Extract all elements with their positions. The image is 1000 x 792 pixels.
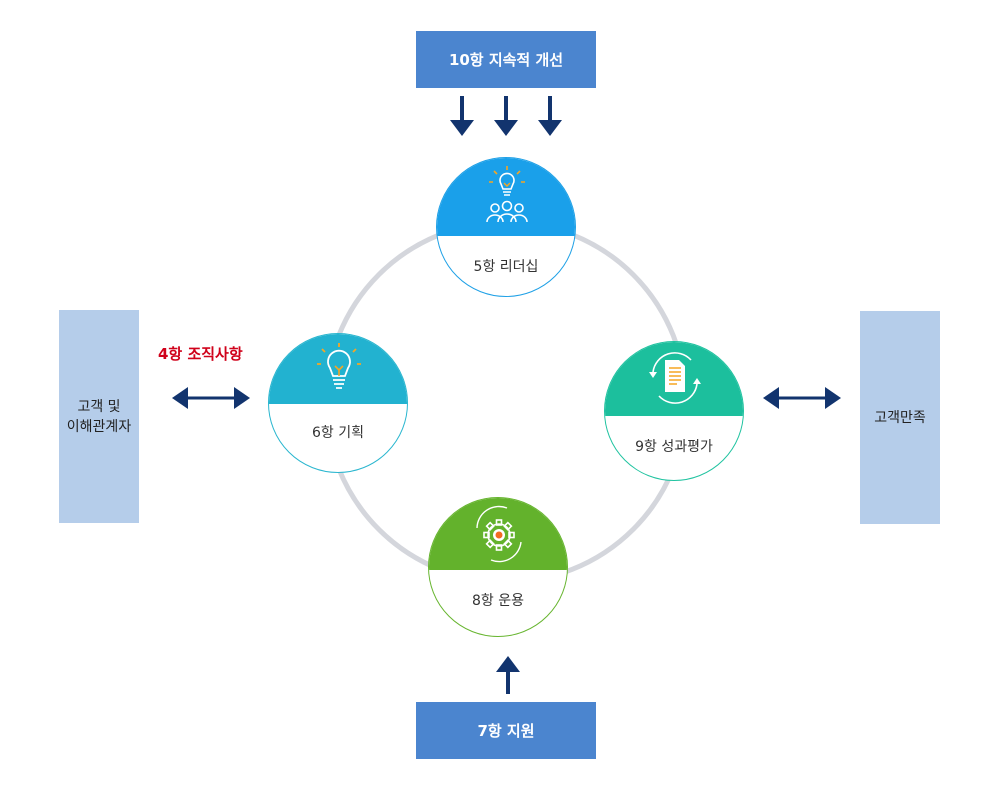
- evaluation-label: 9항 성과평가: [635, 439, 713, 455]
- down-arrow-icon: [494, 96, 518, 136]
- evaluation-node: 9항 성과평가: [604, 341, 744, 481]
- stakeholders-line: 이해관계자: [66, 418, 132, 435]
- leadership-node: 5항 리더십: [436, 157, 576, 297]
- planning-node: 6항 기획: [268, 333, 408, 473]
- evaluation-cap: [605, 342, 743, 416]
- operation-cap: [429, 498, 567, 570]
- organization-context-label: 4항 조직사항: [158, 345, 243, 363]
- continual-improvement-label: 10항 지속적 개선: [448, 51, 564, 69]
- continual-improvement-box: 10항 지속적 개선: [416, 31, 596, 88]
- down-arrows: [450, 96, 562, 136]
- support-box: 7항 지원: [416, 702, 596, 759]
- planning-cap: [269, 334, 407, 404]
- right-double-arrow-icon: [763, 387, 841, 409]
- down-arrow-icon: [538, 96, 562, 136]
- operation-node: 8항 운용: [428, 497, 568, 637]
- lightbulb-icon: [317, 343, 361, 389]
- left-double-arrow-icon: [172, 387, 250, 409]
- leadership-cap: [437, 158, 575, 236]
- support-label: 7항 지원: [477, 722, 535, 740]
- document-cycle-icon: [649, 352, 701, 404]
- planning-label: 6항 기획: [312, 425, 364, 441]
- customers-line: 고객 및: [77, 398, 121, 415]
- lightbulb-people-icon: [486, 166, 528, 223]
- operation-label: 8항 운용: [472, 593, 524, 609]
- customer-satisfaction-box: 고객만족: [860, 311, 940, 524]
- down-arrow-icon: [450, 96, 474, 136]
- up-arrow-icon: [496, 656, 520, 694]
- customers-stakeholders-box: 고객 및 이해관계자: [59, 310, 139, 523]
- leadership-label: 5항 리더십: [473, 259, 539, 275]
- customer-satisfaction-label: 고객만족: [874, 409, 926, 426]
- gear-icon: [476, 505, 522, 563]
